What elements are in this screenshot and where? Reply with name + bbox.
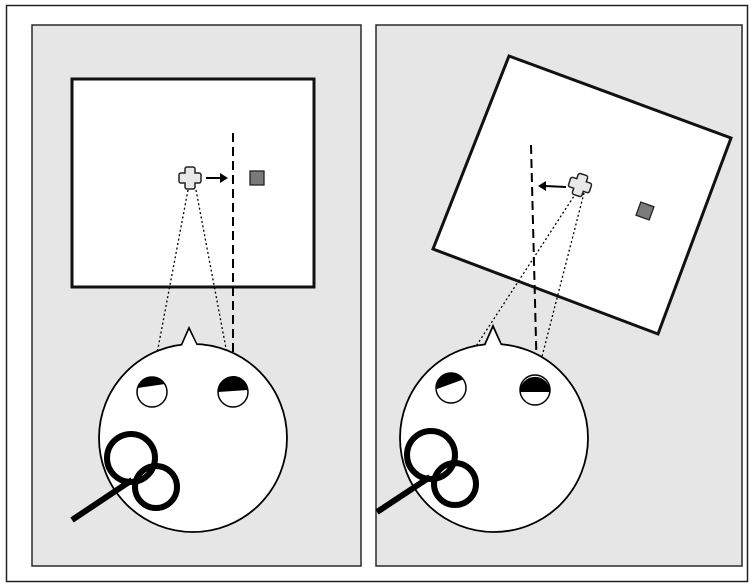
sight-line-right-eye: [535, 192, 585, 381]
arrowhead-left-icon: [538, 181, 546, 191]
fixation-cross-icon: [567, 172, 593, 198]
eye-icon: [217, 376, 249, 408]
target-square-icon: [635, 201, 655, 221]
head-outline: [399, 343, 589, 533]
head-outline: [98, 343, 288, 533]
vertical-dashed-line: [530, 144, 538, 381]
tms-coil-icon: [375, 428, 479, 515]
fixation-cross-icon: [178, 166, 202, 190]
eye-icon: [136, 376, 168, 408]
eye-icon: [435, 372, 467, 404]
eye-icon: [519, 374, 551, 406]
panel-right: [375, 24, 743, 567]
target-square-icon: [249, 170, 265, 186]
shift-arrow-left: [544, 185, 567, 188]
sight-line-left-eye: [151, 189, 189, 381]
sight-line-right-eye: [195, 189, 233, 381]
panel-left: [31, 24, 362, 567]
tms-coil-icon: [70, 431, 180, 523]
head-right: [375, 323, 589, 533]
arrowhead-right-icon: [220, 173, 228, 183]
head-left: [70, 325, 288, 533]
